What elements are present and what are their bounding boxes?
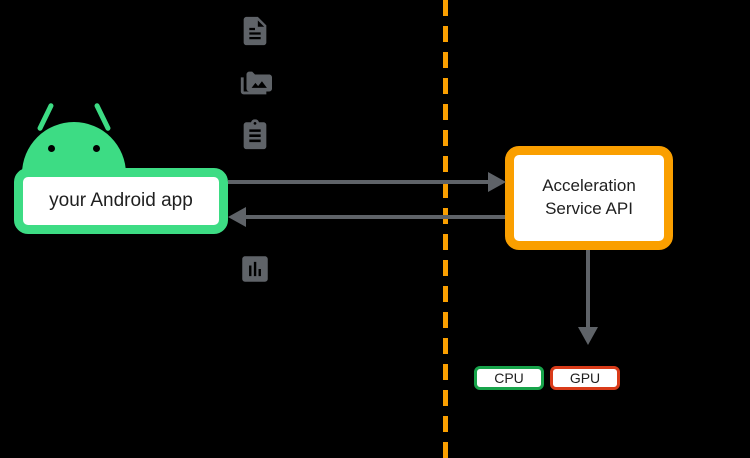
clipboard-icon (238, 118, 272, 152)
node-gpu[interactable]: GPU (550, 366, 620, 390)
request-arrow-line (228, 180, 490, 184)
photo-library-icon (238, 66, 272, 100)
api-label-line-1: Acceleration (542, 176, 636, 196)
response-arrow-head (228, 207, 246, 227)
node-cpu[interactable]: CPU (474, 366, 544, 390)
node-cpu-label: CPU (494, 370, 524, 386)
process-boundary-divider (443, 0, 448, 458)
node-your-android-app-label: your Android app (49, 190, 193, 211)
request-arrow-head (488, 172, 506, 192)
node-acceleration-service-api-label: Acceleration Service API (542, 175, 636, 221)
android-eye-left (48, 145, 55, 152)
document-icon (238, 14, 272, 48)
node-acceleration-service-api[interactable]: Acceleration Service API (505, 146, 673, 250)
bar-chart-icon (238, 252, 272, 286)
delegate-arrow-head (578, 327, 598, 345)
android-robot-head-icon (22, 100, 126, 178)
node-gpu-label: GPU (569, 370, 601, 386)
node-your-android-app[interactable]: your Android app (14, 168, 228, 234)
response-arrow-line (246, 215, 505, 219)
delegate-arrow-line (586, 250, 590, 329)
api-label-line-2: Service API (545, 199, 633, 218)
android-eye-right (93, 145, 100, 152)
